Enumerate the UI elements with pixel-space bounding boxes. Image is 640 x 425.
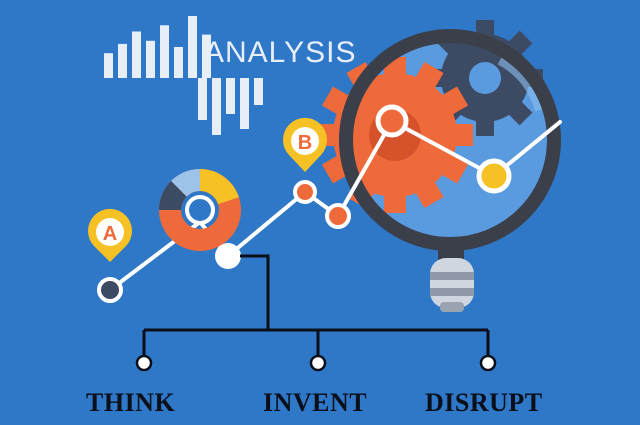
analysis-bar-down	[240, 78, 249, 129]
analysis-title: ANALYSIS	[204, 36, 357, 69]
node-yellow	[476, 158, 512, 194]
invent-node	[309, 354, 327, 372]
analysis-bars-down-icon	[198, 78, 263, 135]
analysis-bar-up	[174, 47, 183, 78]
trend-line	[108, 119, 562, 292]
tree-connector	[142, 254, 490, 358]
node-orange	[325, 203, 351, 229]
analysis-bar-down	[226, 78, 235, 114]
map-pin-icon-b: B	[283, 117, 328, 172]
disrupt-node	[479, 354, 497, 372]
label-think: THINK	[86, 388, 176, 417]
analysis-bar-down	[198, 78, 207, 120]
analysis-bar-up	[202, 34, 211, 78]
analysis-bar-up	[118, 43, 127, 78]
analysis-bar-down	[254, 78, 263, 105]
analysis-bars-up-icon	[104, 16, 211, 78]
label-invent: INVENT	[263, 388, 368, 417]
analysis-bar-up	[132, 31, 141, 78]
node-a	[97, 277, 123, 303]
think-node	[135, 354, 153, 372]
node-white	[215, 243, 241, 269]
node-gear	[375, 104, 409, 138]
analysis-bar-up	[160, 25, 169, 78]
analysis-bar-up	[146, 40, 155, 78]
label-disrupt: DISRUPT	[425, 388, 543, 417]
node-b	[293, 180, 317, 204]
map-pin-icon-a: A	[87, 208, 132, 262]
analysis-bar-down	[212, 78, 221, 135]
pin-b-label: B	[298, 132, 312, 154]
pin-a-label: A	[103, 223, 117, 245]
donut-chart-icon	[159, 169, 241, 251]
analysis-bar-up	[104, 53, 113, 78]
analysis-bar-up	[188, 16, 197, 78]
